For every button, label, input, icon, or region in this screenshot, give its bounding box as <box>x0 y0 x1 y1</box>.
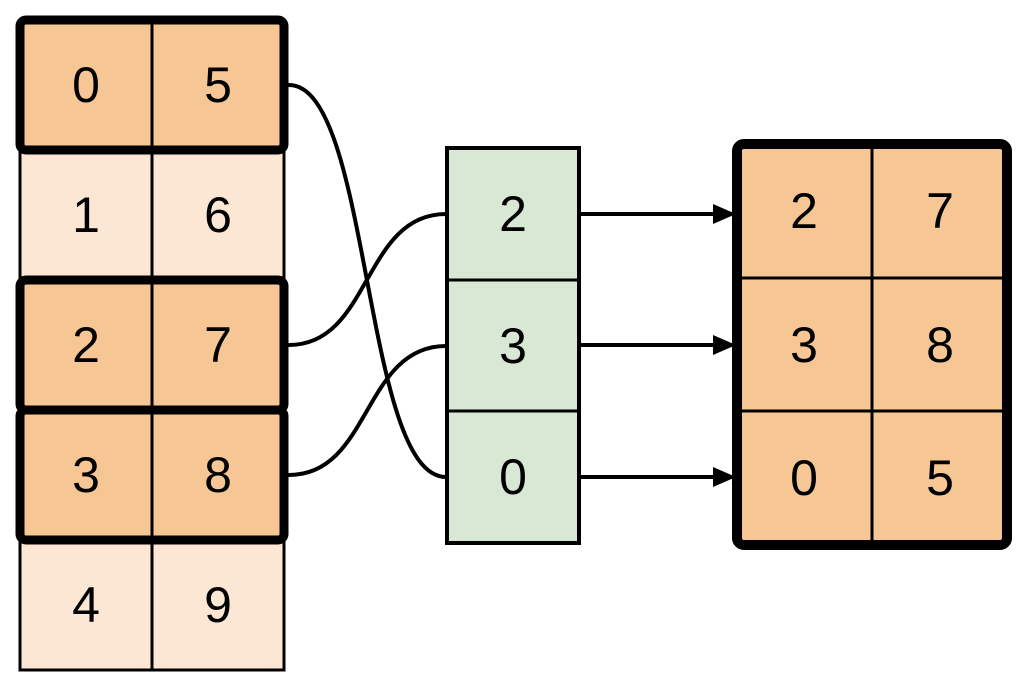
source-cell-value: 5 <box>204 57 232 113</box>
source-cell <box>150 278 286 412</box>
arrowhead-icon <box>713 335 736 355</box>
source-table-values: 0 5 1 6 2 7 3 8 4 9 <box>72 57 232 633</box>
source-cell-value: 7 <box>204 317 232 373</box>
highlight-outline-row3 <box>15 405 289 545</box>
source-cell <box>18 408 154 542</box>
source-cell-value: 4 <box>72 577 100 633</box>
source-cell <box>150 408 286 542</box>
index-arrows <box>581 204 736 487</box>
result-table <box>732 139 1012 550</box>
highlight-outline-row0 <box>15 15 289 155</box>
source-row-highlight-outlines <box>15 15 289 545</box>
index-cell-value: 3 <box>499 318 527 374</box>
result-cell-value: 2 <box>790 183 818 239</box>
curve-row3-to-index3 <box>287 344 448 477</box>
index-cell-value: 2 <box>499 186 527 242</box>
source-cell-value: 8 <box>204 447 232 503</box>
result-cell-value: 5 <box>926 450 954 506</box>
result-cell <box>870 409 1009 547</box>
result-table-border <box>732 139 1012 550</box>
source-cell-value: 1 <box>72 187 100 243</box>
source-cell <box>18 278 154 412</box>
result-cell-value: 8 <box>926 317 954 373</box>
result-table-values: 2 7 3 8 0 5 <box>790 183 954 506</box>
selection-curves <box>287 83 448 479</box>
result-cell <box>870 276 1009 413</box>
source-cell-value: 9 <box>204 577 232 633</box>
result-cell-value: 0 <box>790 450 818 506</box>
curve-row2-to-index2 <box>287 212 448 347</box>
result-cell <box>735 142 874 280</box>
result-cell-value: 7 <box>926 183 954 239</box>
source-cell-value: 6 <box>204 187 232 243</box>
source-cell <box>150 538 286 672</box>
result-cell <box>735 409 874 547</box>
index-column-values: 2 3 0 <box>499 186 527 505</box>
index-column <box>445 146 581 545</box>
index-column-border <box>445 146 581 545</box>
arrowhead-icon <box>713 204 736 224</box>
source-cell-value: 0 <box>72 57 100 113</box>
index-cell-value: 0 <box>499 449 527 505</box>
result-cell-value: 3 <box>790 317 818 373</box>
arrowhead-icon <box>713 467 736 487</box>
source-cell-value: 3 <box>72 447 100 503</box>
source-cell-value: 2 <box>72 317 100 373</box>
result-cell <box>735 276 874 413</box>
source-table <box>18 18 286 672</box>
